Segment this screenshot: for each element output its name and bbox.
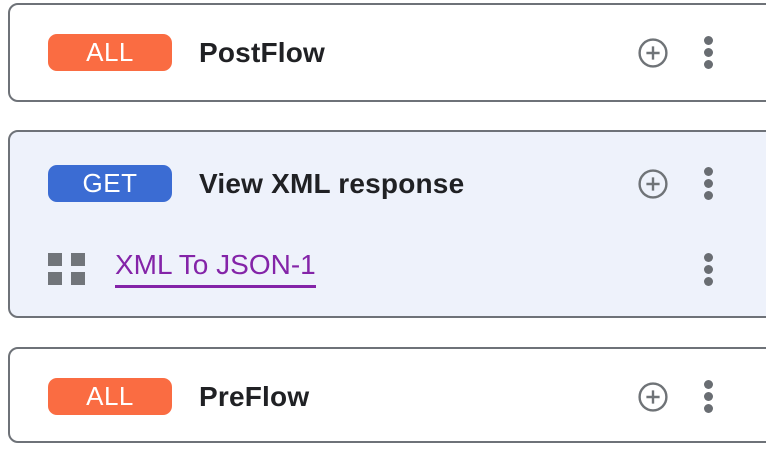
kebab-menu-icon[interactable] (703, 167, 713, 200)
kebab-dot (703, 179, 713, 188)
kebab-dot (703, 380, 713, 389)
plus-circle-icon (638, 37, 668, 68)
kebab-dot (703, 277, 713, 286)
policy-grid-icon (48, 252, 85, 285)
grid-square (71, 271, 85, 285)
method-badge: ALL (48, 34, 172, 71)
kebab-dot (703, 48, 713, 57)
grid-square (71, 252, 85, 266)
flow-actions (638, 167, 713, 200)
kebab-dot (703, 191, 713, 200)
kebab-menu-icon[interactable] (703, 380, 713, 413)
kebab-dot (703, 36, 713, 45)
flow-row: ALL PostFlow (48, 34, 325, 71)
add-step-button[interactable] (638, 37, 668, 68)
flow-card-view-xml-response[interactable]: GET View XML response (8, 130, 766, 318)
flow-row: ALL PreFlow (48, 378, 309, 415)
method-badge: GET (48, 165, 172, 202)
flow-actions (638, 380, 713, 413)
flow-title: View XML response (199, 167, 465, 199)
kebab-dot (703, 265, 713, 274)
kebab-dot (703, 404, 713, 413)
kebab-dot (703, 392, 713, 401)
flow-card-preflow[interactable]: ALL PreFlow (8, 347, 766, 443)
plus-circle-icon (638, 168, 668, 199)
grid-square (48, 252, 62, 266)
flow-actions (638, 36, 713, 69)
flow-card-postflow[interactable]: ALL PostFlow (8, 3, 766, 102)
kebab-dot (703, 167, 713, 176)
grid-square (48, 271, 62, 285)
kebab-dot (703, 253, 713, 262)
policy-link[interactable]: XML To JSON-1 (115, 249, 316, 288)
policy-step-row: XML To JSON-1 (48, 249, 316, 288)
plus-circle-icon (638, 381, 668, 412)
method-badge: ALL (48, 378, 172, 415)
kebab-menu-icon[interactable] (703, 253, 713, 286)
flow-title: PostFlow (199, 36, 326, 68)
flow-title: PreFlow (199, 380, 310, 412)
kebab-dot (703, 60, 713, 69)
add-step-button[interactable] (638, 168, 668, 199)
add-step-button[interactable] (638, 381, 668, 412)
kebab-menu-icon[interactable] (703, 36, 713, 69)
flow-row: GET View XML response (48, 165, 464, 202)
